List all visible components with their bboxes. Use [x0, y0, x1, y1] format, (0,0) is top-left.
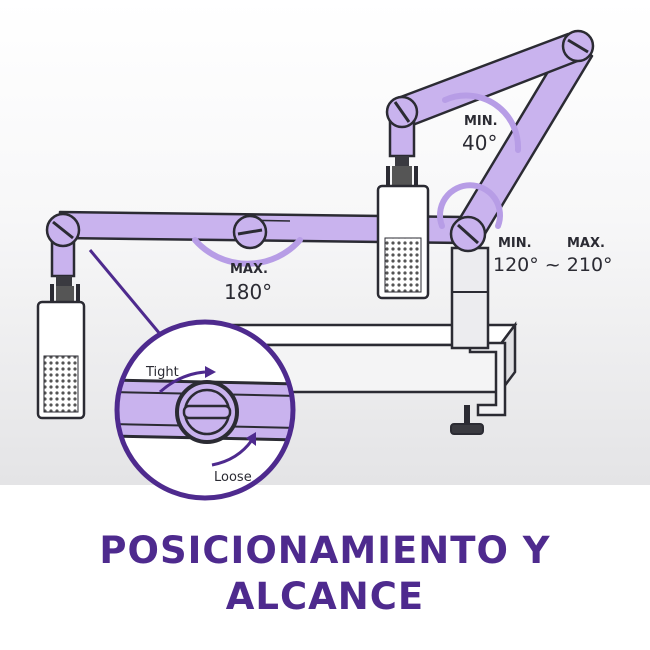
joint-knob-middle [232, 214, 268, 250]
caption-line-2: ALCANCE [225, 575, 425, 618]
joint-knob-top-left [385, 95, 419, 129]
min-top-value: 40° [462, 131, 497, 155]
desk-clamp [450, 341, 507, 435]
max-middle-value: 180° [224, 280, 272, 304]
max-middle-label: MAX. [230, 262, 268, 277]
angle-arc-180 [192, 237, 303, 267]
knob-magnifier-callout [114, 319, 296, 501]
min-top-label: MIN. [464, 114, 498, 129]
arm-mast [450, 246, 490, 350]
angle-arc-120-210 [437, 182, 503, 229]
joint-knob-base [449, 215, 487, 253]
min-right-label: MIN. [498, 236, 532, 251]
max-right-label: MAX. [567, 236, 605, 251]
caption-line-1: POSICIONAMIENTO Y [99, 529, 551, 572]
loose-label: Loose [214, 470, 252, 485]
joint-knob-left [45, 212, 81, 248]
joint-knob-top-right [561, 29, 595, 63]
range-value: 120° ~ 210° [493, 254, 613, 276]
caption-title: POSICIONAMIENTO Y ALCANCE [0, 528, 650, 620]
microphone-right [376, 156, 430, 300]
callout-pointer-line [88, 249, 167, 341]
angle-arc-40 [442, 92, 522, 153]
microphone-left [36, 276, 86, 420]
tight-label: Tight [145, 365, 179, 380]
